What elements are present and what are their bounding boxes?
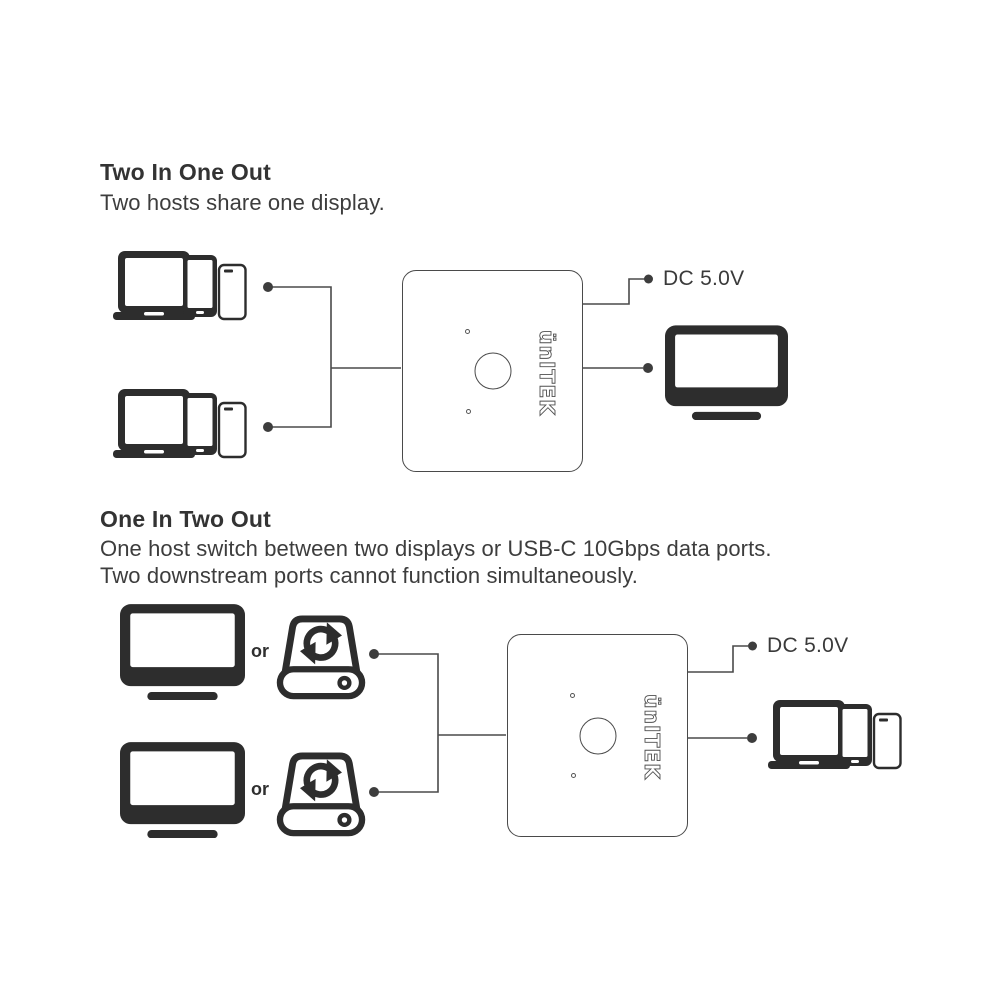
led-indicator-2 [571,773,576,778]
unitek-logo-text: ünITEK [640,694,664,780]
switch-button [474,352,511,390]
hard-drive-sync-icon [276,615,366,701]
or-label: or [251,641,269,661]
monitor-icon [120,742,245,838]
d1-input-lines [268,286,401,428]
unitek-logo: ünITEK [640,694,665,781]
section2-description-line2: Two downstream ports cannot function sim… [100,563,638,588]
led-indicator-1 [465,329,470,334]
unitek-logo-text: ünITEK [535,330,559,416]
section2-description-line1: One host switch between two displays or … [100,536,772,561]
monitor-icon [665,325,788,420]
monitor-icon [120,604,245,700]
section2-title: One In Two Out [100,506,272,532]
laptop-tablet-phone-icon [113,251,247,321]
dc-power-label: DC 5.0V [767,634,849,657]
or-label: or [251,779,269,799]
switch-button [579,717,616,754]
dc-power-label: DC 5.0V [663,267,745,290]
switch-device: ünITEK [402,270,583,472]
d2-power-connector-dot [748,641,757,651]
d2-device2-connector-dot [369,787,379,797]
laptop-tablet-phone-icon [768,700,902,770]
section1-title: Two In One Out [100,159,272,185]
laptop-tablet-phone-icon [113,389,247,459]
d2-device1-connector-dot [369,649,379,659]
d1-display-connector-dot [643,363,653,373]
d1-power-connector-dot [644,274,653,284]
d1-host1-connector-dot [263,282,273,292]
led-indicator-1 [570,693,575,698]
d1-power-line [583,278,645,305]
unitek-logo: ünITEK [535,330,560,417]
d2-host-connector-dot [747,733,757,743]
led-indicator-2 [466,409,471,414]
d1-host2-connector-dot [263,422,273,432]
section1-description: Two hosts share one display. [100,190,385,215]
d2-input-lines [374,653,506,793]
hard-drive-sync-icon [276,752,366,838]
switch-device: ünITEK [507,634,688,837]
d2-power-line [688,645,748,673]
